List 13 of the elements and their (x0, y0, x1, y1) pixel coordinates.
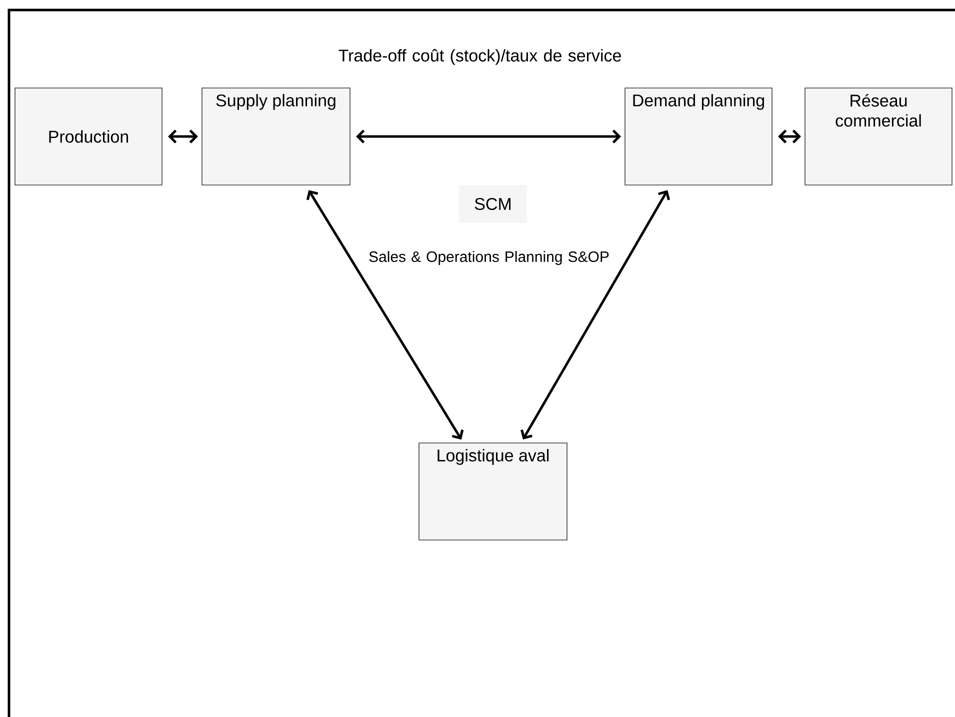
arrow (778, 130, 802, 144)
arrow (520, 190, 670, 440)
annotation-text: Sales & Operations Planning S&OP (369, 251, 609, 265)
scm-label-box: SCM (459, 185, 527, 223)
process-box: Supply planning (202, 88, 350, 186)
process-box: Logistique aval (418, 442, 568, 540)
process-box: Demand planning (624, 88, 772, 186)
arrow (306, 190, 464, 440)
annotation-text: Trade-off coût (stock)/taux de service (338, 49, 621, 65)
arrow (356, 130, 621, 144)
process-box: Réseau commercial (804, 88, 952, 186)
process-box: Production (14, 88, 162, 186)
arrow (168, 130, 198, 144)
